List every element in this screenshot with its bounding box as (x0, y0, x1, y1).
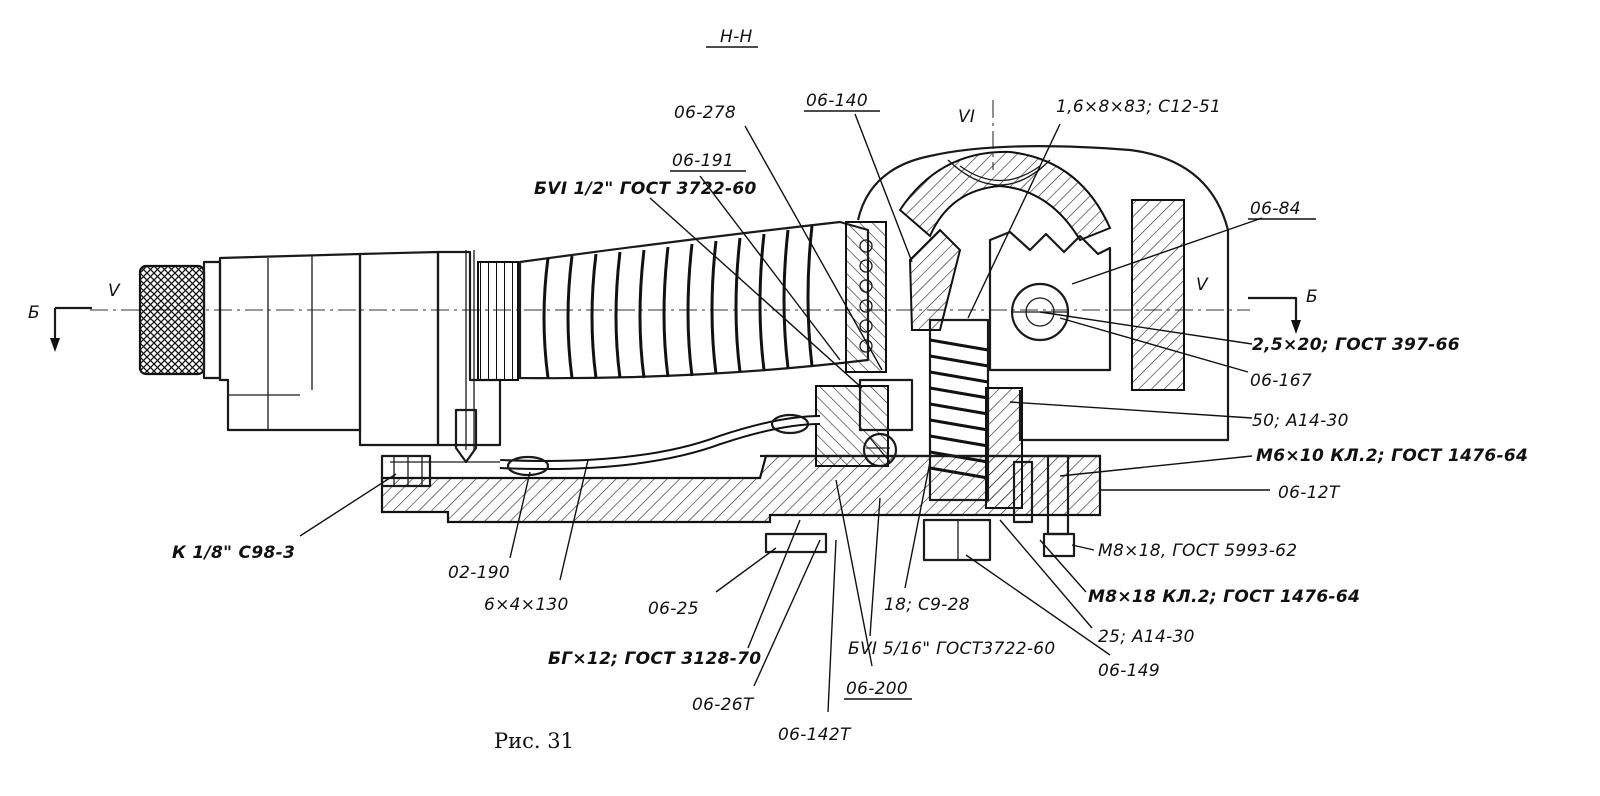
section-arrow-right-line (1248, 296, 1298, 330)
section-arrow-left-head (50, 338, 60, 352)
label-06-84: 06-84 (1250, 199, 1301, 219)
label-50-a14: 50; A14-30 (1252, 411, 1349, 431)
label-bvi-5-16: БVI 5/16" ГОСТ3722-60 (848, 639, 1056, 659)
label-06-25: 06-25 (648, 599, 699, 619)
gear-teeth (477, 261, 519, 381)
label-tube-6x4: 6×4×130 (484, 595, 569, 615)
label-m8x18-5993: М8×18, ГОСТ 5993-62 (1098, 541, 1297, 561)
tube (499, 413, 821, 477)
section-mark-right: Б V (1196, 275, 1318, 334)
label-06-149: 06-149 (1098, 661, 1160, 681)
valve-block (764, 378, 1076, 562)
figure-caption: Рис. 31 (494, 729, 574, 753)
label-06-142t: 06-142Т (778, 725, 852, 745)
label-bvi-1-2: БVI 1/2" ГОСТ 3722-60 (534, 179, 757, 199)
label-18-c9: 18; С9-28 (884, 595, 970, 615)
roman-v-left: V (108, 281, 121, 301)
fitting-left (380, 408, 478, 488)
label-bg12: БГ×12; ГОСТ 3128-70 (548, 649, 761, 669)
label-06-167: 06-167 (1250, 371, 1312, 391)
label-pin-1-6: 1,6×8×83; C12-51 (1056, 97, 1221, 117)
part-labels: 06-278 06-140 1,6×8×83; C12-51 06-191 БV… (172, 91, 1528, 745)
leader-lines (299, 113, 1270, 713)
roman-vi-top: VI (958, 107, 975, 127)
section-letter-left: Б (28, 303, 40, 323)
label-06-278: 06-278 (674, 103, 736, 123)
label-06-200: 06-200 (846, 679, 908, 699)
section-mark-left: Б V (28, 281, 121, 352)
label-02-190: 02-190 (448, 563, 510, 583)
label-06-12t: 06-12Т (1278, 483, 1341, 503)
section-title: Н-Н (720, 27, 753, 47)
corrugated-bellows (518, 220, 870, 380)
section-arrow-left-line (53, 306, 92, 348)
knurled-knob (138, 260, 222, 380)
label-06-26t: 06-26Т (692, 695, 755, 715)
section-letter-right: Б (1306, 287, 1318, 307)
label-m8x18-1476: М8×18 КЛ.2; ГОСТ 1476-64 (1088, 587, 1360, 607)
shaft-housing (218, 250, 502, 450)
base-plate (380, 454, 1102, 524)
label-k-1-8: К 1/8" С98-3 (172, 543, 295, 563)
bearing (845, 221, 887, 373)
worm-gear-housing (856, 145, 1230, 442)
label-06-140: 06-140 (806, 91, 868, 111)
label-06-191: 06-191 (672, 151, 734, 171)
label-pin-2-5: 2,5×20; ГОСТ 397-66 (1252, 335, 1460, 355)
label-25-a14: 25; A14-30 (1098, 627, 1195, 647)
section-arrow-right-head (1291, 320, 1301, 334)
label-m6x10: М6×10 КЛ.2; ГОСТ 1476-64 (1256, 446, 1528, 466)
roman-v-right: V (1196, 275, 1209, 295)
